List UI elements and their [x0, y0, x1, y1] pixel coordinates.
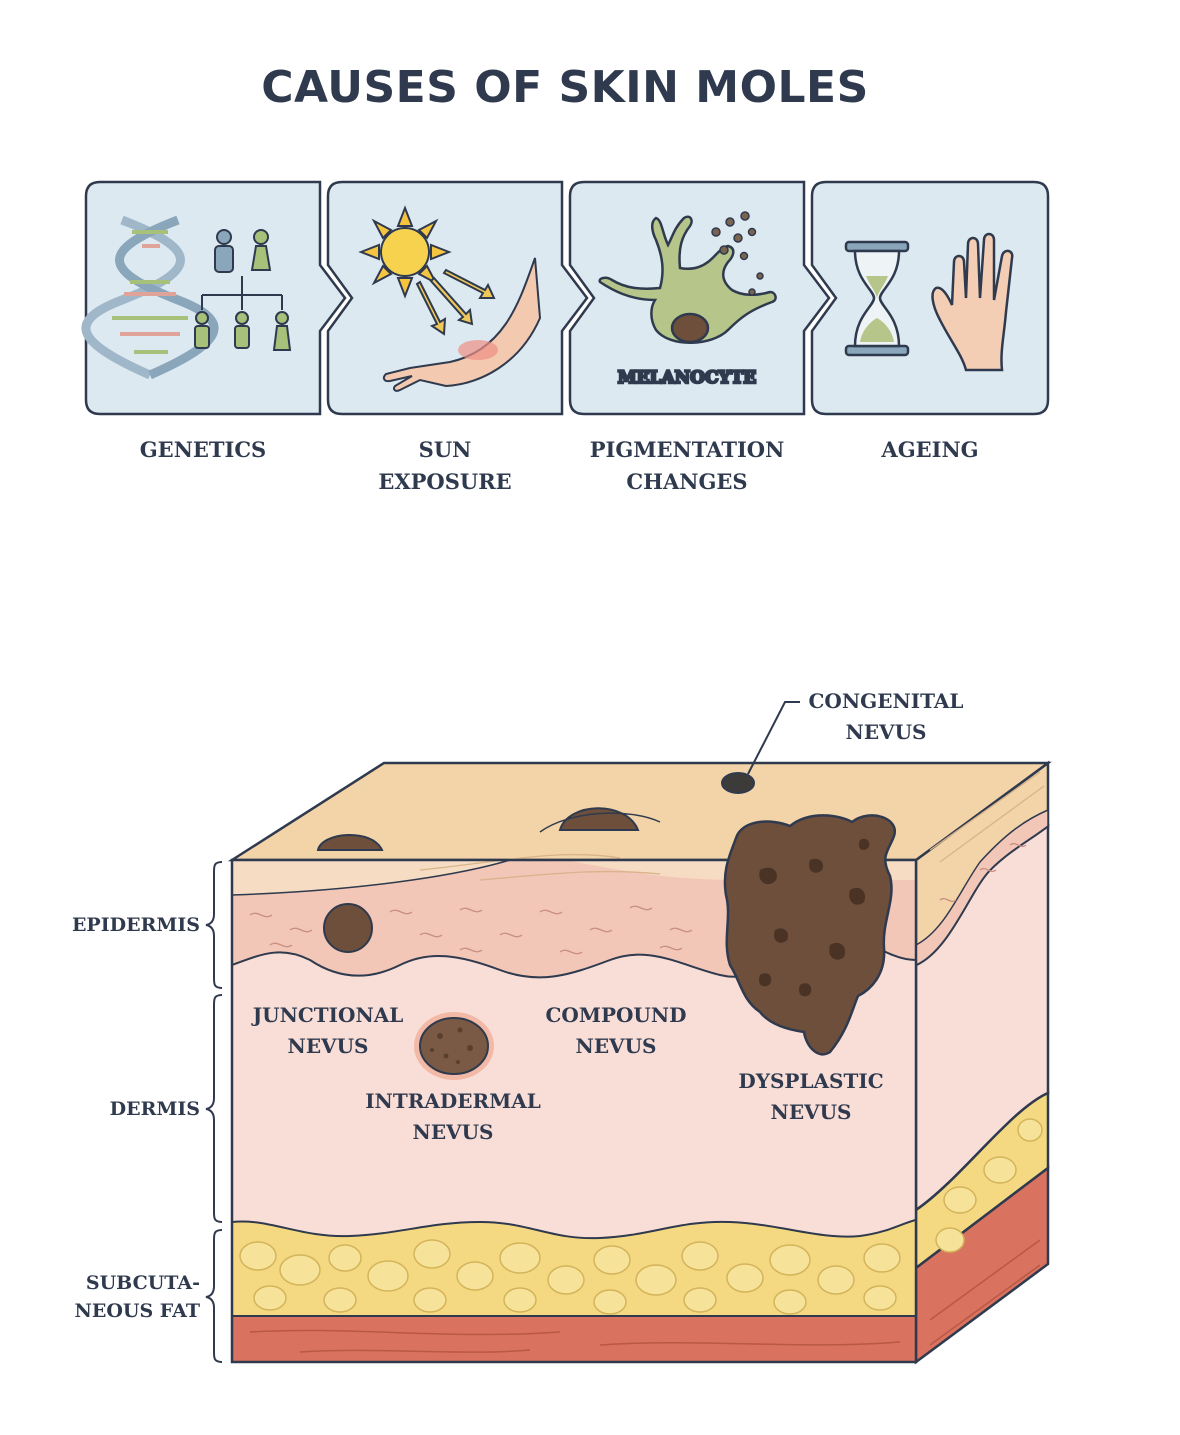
- family-tree-icon: [194, 229, 292, 351]
- bracket-dermis: [205, 994, 223, 1223]
- panel-genetics: [84, 180, 347, 416]
- muscle-fibers: [249, 1239, 1041, 1353]
- melanocyte-label: MELANOCYTE: [618, 368, 757, 388]
- label-ageing: AGEING: [881, 437, 979, 462]
- bracket-fat: [205, 1229, 223, 1363]
- hand-icon: [931, 232, 1014, 372]
- sun-icon: [358, 205, 452, 299]
- melanocyte-icon: MELANOCYTE: [598, 211, 777, 389]
- page-title: CAUSES OF SKIN MOLES: [261, 62, 869, 113]
- arm-icon: [382, 257, 542, 392]
- mole-dysplastic: [723, 814, 896, 1056]
- hourglass-icon: [844, 240, 910, 357]
- block-side-face: [914, 760, 1050, 1365]
- layer-brackets: [205, 861, 223, 1363]
- epidermis-texture: [249, 842, 1027, 955]
- mole-congenital: [721, 772, 755, 794]
- congenital-pointer-line: [747, 701, 800, 775]
- mole-intradermal: [414, 1012, 494, 1080]
- sun-rays-arrows: [415, 268, 496, 336]
- label-genetics: GENETICS: [139, 437, 267, 462]
- label-epidermis: EPIDERMIS: [71, 914, 200, 936]
- causes-panels: MELANOCYTE: [81, 180, 1050, 416]
- fat-globules: [239, 1118, 1043, 1315]
- label-dermis: DERMIS: [109, 1098, 200, 1120]
- mole-surface-middle: [539, 807, 661, 833]
- mole-surface-left: [316, 834, 384, 851]
- skin-surface-lines: [419, 771, 1045, 881]
- mole-junctional: [323, 903, 373, 953]
- label-subcutaneous-fat: SUBCUTA-NEOUS FAT: [74, 1272, 200, 1322]
- bracket-epidermis: [205, 861, 223, 989]
